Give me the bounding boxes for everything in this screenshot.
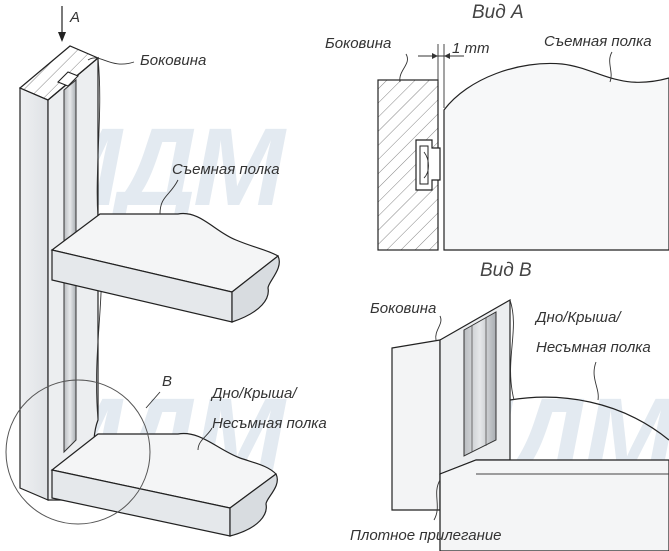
removable-shelf-upper xyxy=(50,212,280,323)
view-b-shelf-arc xyxy=(509,396,669,441)
leader-semnaya-polka-left xyxy=(159,179,179,215)
fixed-shelf-top-face xyxy=(50,432,277,509)
view-a-shelf xyxy=(443,62,669,251)
arrow-a-label: А xyxy=(69,9,80,26)
detail-circle-b xyxy=(5,379,151,525)
leader-dno-krysha-left xyxy=(197,427,213,451)
label-semnaya-polka-left: Съемная полка xyxy=(172,161,280,178)
leader-bokovina-b xyxy=(435,315,442,341)
leader-bokovina-left xyxy=(87,57,135,65)
view-a-section: Вид А 1 mm Боковина Съемная полка xyxy=(325,2,669,251)
view-a-profile-inner xyxy=(419,145,429,185)
fixed-shelf-side-face xyxy=(229,473,278,537)
left-isometric-view: А Боковина Съемная полка В Дно/Крыша/ Не… xyxy=(5,6,327,537)
leader-semnaya-polka-a xyxy=(609,51,613,83)
view-b-title: Вид В xyxy=(480,260,532,281)
removable-shelf-top-face xyxy=(50,212,280,293)
view-a-arrow-head xyxy=(58,32,66,42)
dim-1mm-arrowhead-right xyxy=(444,53,450,59)
label-one-mm: 1 mm xyxy=(452,40,490,57)
label-semnaya-polka-a: Съемная полка xyxy=(544,33,652,50)
label-bokovina-b: Боковина xyxy=(370,300,436,317)
leader-dno-krysha-b xyxy=(593,361,599,401)
label-bokovina-a: Боковина xyxy=(325,35,391,52)
label-circle-b: В xyxy=(162,373,172,390)
label-bokovina-left: Боковина xyxy=(140,52,206,69)
dim-1mm-arrowhead-left xyxy=(432,53,438,59)
view-a-title: Вид А xyxy=(472,2,524,23)
view-b-section: Вид В Боковина Дно/Крыша/ Несъмная полка… xyxy=(350,260,669,551)
view-b-break-line xyxy=(509,299,515,401)
removable-shelf-side-face xyxy=(231,255,280,323)
leader-bokovina-a xyxy=(399,53,408,83)
fixed-shelf-lower xyxy=(50,432,278,537)
leader-plotnoe-prileganie xyxy=(433,479,441,521)
label-nesemnaya-polka-b: Несъмная полка xyxy=(536,339,651,356)
label-dno-krysha-b: Дно/Крыша/ xyxy=(534,309,622,326)
label-dno-krysha-left: Дно/Крыша/ xyxy=(210,385,298,402)
profile-top-cross-section xyxy=(57,71,79,87)
side-panel-front-edge xyxy=(19,87,49,501)
label-plotnoe-prileganie: Плотное прилегание xyxy=(350,527,502,544)
view-a-profile-curve xyxy=(423,151,429,179)
view-b-profile-groove xyxy=(463,311,497,457)
label-nesemnaya-polka-left: Несъмная полка xyxy=(212,415,327,432)
view-b-side-panel-front xyxy=(391,339,441,511)
leader-circle-b xyxy=(145,391,161,409)
